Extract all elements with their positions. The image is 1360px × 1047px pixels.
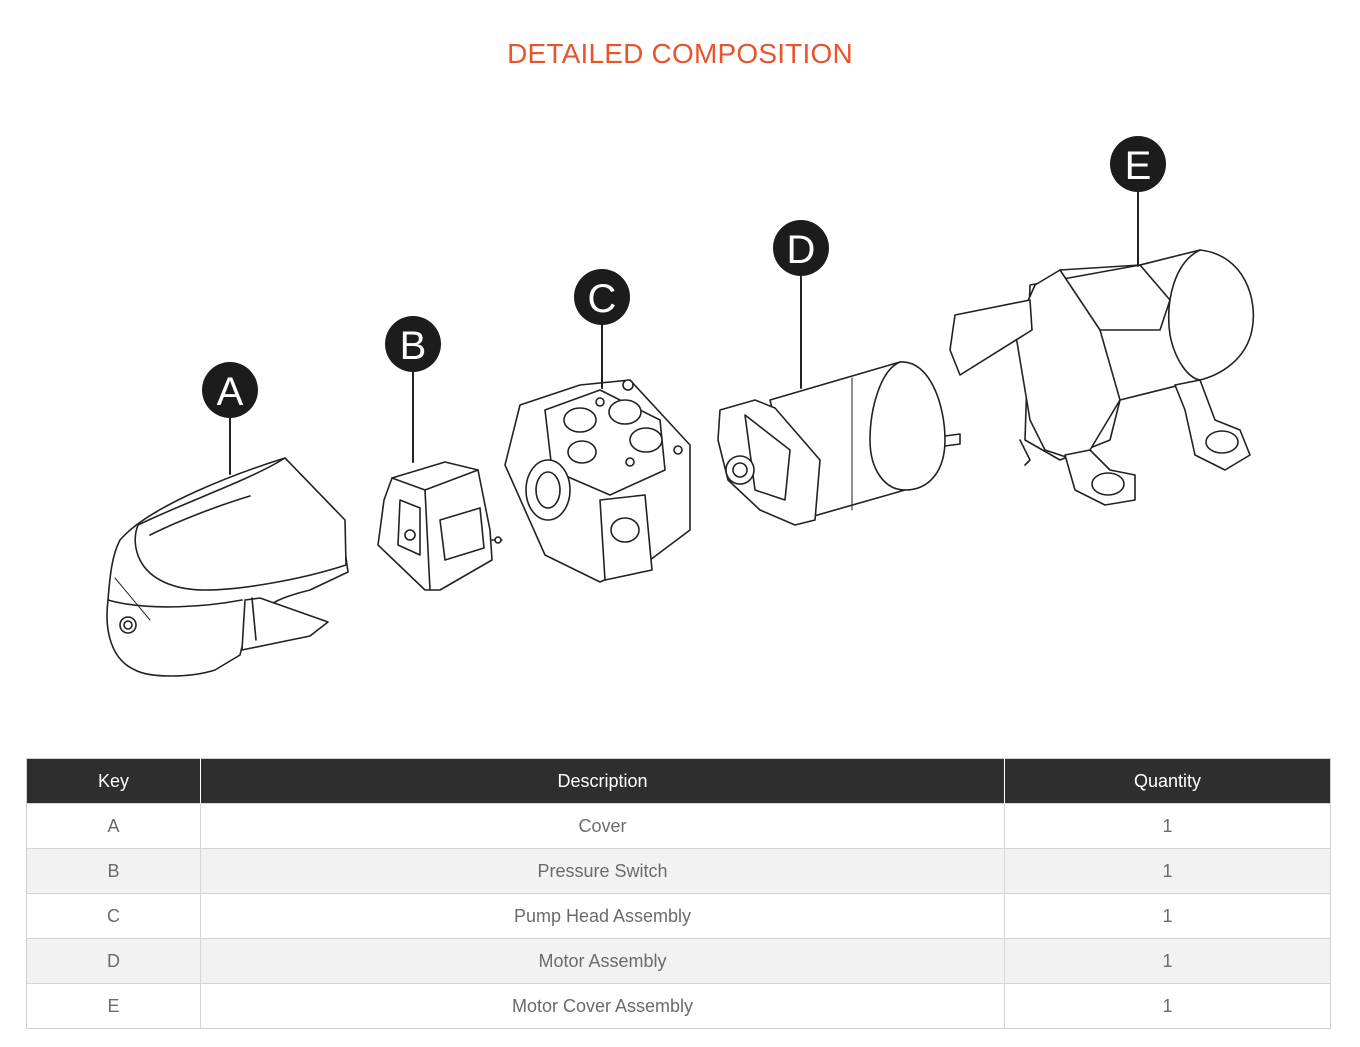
callout-label-c: C [588, 277, 617, 321]
part-motor-cover-illustration [949, 249, 1255, 506]
header-key: Key [26, 758, 201, 804]
cell-description: Motor Assembly [200, 938, 1005, 984]
cell-quantity: 1 [1004, 803, 1331, 849]
cell-quantity: 1 [1004, 983, 1331, 1029]
callout-c [574, 269, 630, 325]
parts-table-wrapper: Key Description Quantity A Cover 1 B Pre… [26, 758, 1331, 1029]
cell-key: D [26, 938, 201, 984]
cell-key: E [26, 983, 201, 1029]
cell-quantity: 1 [1004, 848, 1331, 894]
cell-quantity: 1 [1004, 893, 1331, 939]
callout-b [385, 316, 441, 372]
table-row: E Motor Cover Assembly 1 [26, 983, 1331, 1029]
header-quantity: Quantity [1004, 758, 1331, 804]
part-pressure-switch-illustration [377, 461, 503, 591]
table-row: C Pump Head Assembly 1 [26, 893, 1331, 939]
parts-table: Key Description Quantity A Cover 1 B Pre… [26, 758, 1331, 1029]
exploded-parts-diagram: A B C D E [0, 120, 1360, 720]
cell-key: B [26, 848, 201, 894]
table-row: D Motor Assembly 1 [26, 938, 1331, 984]
callout-label-b: B [400, 324, 427, 368]
part-cover-illustration [106, 457, 349, 677]
callout-label-d: D [787, 228, 816, 272]
cell-description: Pressure Switch [200, 848, 1005, 894]
callout-e [1110, 136, 1166, 192]
cell-description: Motor Cover Assembly [200, 983, 1005, 1029]
callout-a [202, 362, 258, 418]
cell-description: Cover [200, 803, 1005, 849]
callout-d [773, 220, 829, 276]
table-header-row: Key Description Quantity [26, 758, 1331, 804]
part-pump-head-illustration [504, 379, 691, 583]
page-title: DETAILED COMPOSITION [507, 38, 853, 69]
table-row: B Pressure Switch 1 [26, 848, 1331, 894]
part-motor-illustration [717, 361, 961, 526]
callout-label-e: E [1125, 144, 1152, 188]
cell-quantity: 1 [1004, 938, 1331, 984]
cell-description: Pump Head Assembly [200, 893, 1005, 939]
cell-key: A [26, 803, 201, 849]
table-row: A Cover 1 [26, 803, 1331, 849]
header-description: Description [200, 758, 1005, 804]
cell-key: C [26, 893, 201, 939]
callout-label-a: A [217, 370, 244, 414]
